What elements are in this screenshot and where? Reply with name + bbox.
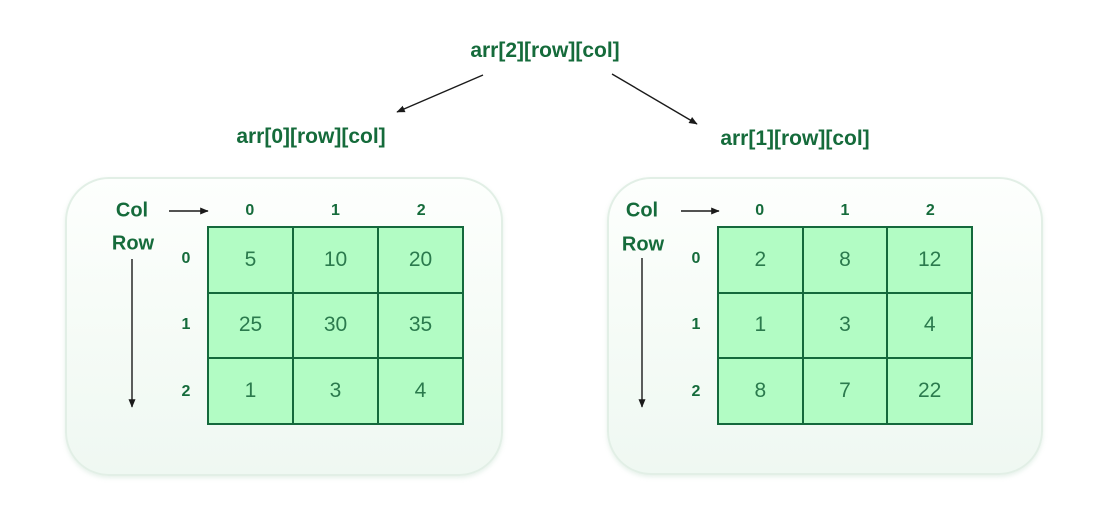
col-index: 0 <box>755 202 765 219</box>
cell-1-2-2: 22 <box>887 358 972 424</box>
cell-0-0-0: 5 <box>208 227 293 293</box>
cell-0-2-1: 3 <box>293 358 378 424</box>
col-index: 1 <box>840 202 850 219</box>
col-index: 1 <box>331 202 340 219</box>
col-index: 2 <box>416 202 426 219</box>
row-indices-0: 0 1 2 <box>171 226 201 425</box>
cell-0-1-1: 30 <box>293 292 378 359</box>
col-indices-0: 0 1 2 <box>207 200 464 222</box>
root-array-label: arr[2][row][col] <box>470 39 620 62</box>
cell-0-0-1: 10 <box>293 227 378 293</box>
branch-arrow-left-icon <box>396 74 484 113</box>
cell-0-0-2: 20 <box>378 227 463 293</box>
cell-1-1-2: 4 <box>887 292 972 359</box>
cell-0-1-2: 35 <box>378 292 463 359</box>
cell-0-1-0: 25 <box>208 292 293 359</box>
array-grid-1: 2 8 12 1 3 4 8 7 22 <box>717 226 973 425</box>
row-axis-label-1: Row <box>621 233 665 256</box>
cell-1-2-0: 8 <box>718 358 803 424</box>
row-index: 1 <box>181 316 191 334</box>
row-index: 0 <box>181 250 191 268</box>
col-indices-1: 0 1 2 <box>717 200 973 222</box>
cell-1-2-1: 7 <box>802 358 888 424</box>
cell-1-1-1: 3 <box>802 292 888 359</box>
col-index: 2 <box>925 202 935 219</box>
row-axis-label-0: Row <box>111 232 155 255</box>
cell-1-1-0: 1 <box>718 292 803 359</box>
array-grid-0: 5 10 20 25 30 35 1 3 4 <box>207 226 464 425</box>
cell-0-2-0: 1 <box>208 358 293 424</box>
row-index: 1 <box>691 316 701 334</box>
row-index: 0 <box>691 250 701 268</box>
cell-1-0-1: 8 <box>802 227 888 293</box>
branch-arrow-right-icon <box>611 73 698 125</box>
col-axis-label-0: Col <box>115 199 149 222</box>
row-index: 2 <box>691 382 701 400</box>
col-index: 0 <box>245 202 255 219</box>
cell-1-0-0: 2 <box>718 227 803 293</box>
col-axis-label-1: Col <box>625 199 659 222</box>
array-1-label: arr[1][row][col] <box>720 127 870 150</box>
cell-0-2-2: 4 <box>378 358 463 424</box>
row-index: 2 <box>181 382 191 400</box>
array-0-label: arr[0][row][col] <box>236 125 386 148</box>
cell-1-0-2: 12 <box>887 227 972 293</box>
row-indices-1: 0 1 2 <box>681 226 711 425</box>
